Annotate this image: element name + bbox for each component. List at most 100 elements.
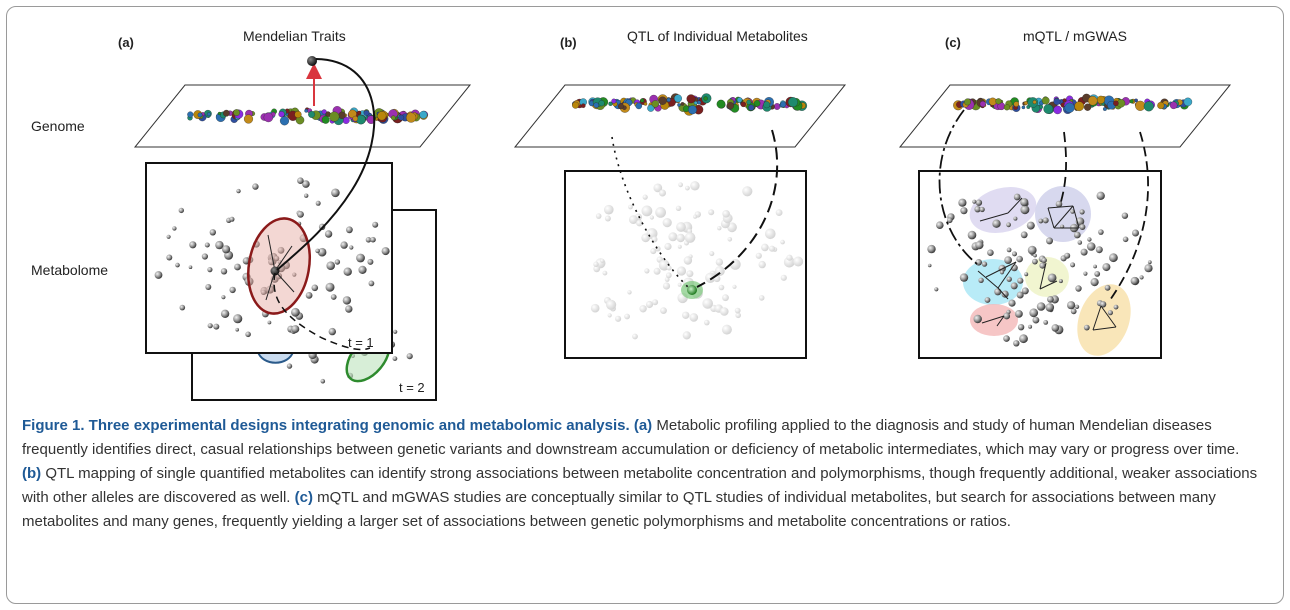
genome-variant xyxy=(697,100,702,105)
metabolite-sphere xyxy=(786,254,793,261)
metabolite-sphere xyxy=(229,216,235,222)
association-link-2 xyxy=(1059,131,1067,206)
time-label-t2: t = 2 xyxy=(399,380,425,395)
genome-variant xyxy=(1143,101,1154,112)
metabolite-sphere xyxy=(1019,334,1028,344)
metabolite-sphere xyxy=(1016,255,1023,263)
metabolite-sphere xyxy=(220,309,230,318)
panel-a-title: Mendelian Traits xyxy=(243,28,346,44)
metabolite-sphere xyxy=(693,214,698,219)
figure-illustration: (a) Mendelian Traits (b) QTL of Individu… xyxy=(31,28,1232,401)
metabolite-sphere xyxy=(662,282,671,290)
metabolite-sphere xyxy=(604,215,611,222)
cluster-red xyxy=(970,304,1018,336)
genome-variant xyxy=(572,101,579,109)
metabolite-sphere xyxy=(735,312,741,319)
metabolite-sphere xyxy=(1008,299,1016,307)
metabolite-sphere xyxy=(1090,278,1099,287)
metabolite-sphere xyxy=(311,284,319,292)
genome-variant xyxy=(1023,101,1028,106)
caption-a-text: Metabolic profiling applied to the diagn… xyxy=(22,417,1240,458)
genome-variant xyxy=(1096,95,1105,104)
metabolite-sphere xyxy=(686,270,694,278)
metabolite-sphere xyxy=(653,267,661,275)
metabolite-sphere xyxy=(252,183,259,190)
metabolite-sphere xyxy=(1083,271,1088,276)
metabolite-sphere xyxy=(1067,301,1076,310)
metabolite-sphere xyxy=(704,319,710,326)
metabolite-sphere xyxy=(1041,257,1047,263)
metabolite-sphere xyxy=(755,252,762,259)
metabolite-sphere xyxy=(1079,209,1085,215)
metabolite-sphere xyxy=(1077,240,1083,245)
metabolite-sphere xyxy=(1017,324,1025,331)
blue-cluster-ellipse xyxy=(257,351,294,364)
metabolite-sphere xyxy=(328,327,336,336)
metabolite-sphere xyxy=(645,300,654,309)
metabolite-sphere xyxy=(221,295,226,300)
metabolite-sphere xyxy=(1001,290,1009,298)
trait-variant xyxy=(307,56,317,66)
genome-variant xyxy=(406,112,417,123)
metabolite-sphere xyxy=(662,218,672,228)
genome-variant xyxy=(321,115,330,124)
metabolite-sphere xyxy=(676,266,687,276)
genome-variant xyxy=(787,97,798,108)
genome-variant xyxy=(308,110,316,118)
metabolite-sphere xyxy=(1020,205,1030,215)
metabolite-sphere xyxy=(1096,191,1105,200)
metabolite-sphere xyxy=(213,323,220,330)
metabolite-sphere xyxy=(1087,237,1092,242)
metabolite-sphere xyxy=(685,185,690,191)
genome-variant xyxy=(278,111,285,118)
metabolite-sphere xyxy=(1017,277,1024,284)
metabolite-sphere xyxy=(1043,320,1049,325)
metabolite-sphere xyxy=(652,299,659,306)
metabolite-sphere xyxy=(644,268,650,274)
metabolite-sphere xyxy=(1073,231,1081,239)
metabolite-sphere xyxy=(1098,229,1104,235)
metabolite-sphere xyxy=(606,299,617,310)
genome-variants-c xyxy=(953,93,1193,115)
metabolite-sphere xyxy=(793,256,804,267)
metabolite-sphere xyxy=(305,292,313,299)
metabolite-sphere xyxy=(960,207,968,215)
metabolite-sphere xyxy=(780,239,785,245)
metabolite-sphere xyxy=(297,211,304,218)
metabolite-sphere xyxy=(1122,236,1129,243)
metabolite-sphere xyxy=(668,232,678,242)
metabolite-sphere xyxy=(1006,247,1012,253)
metabolite-sphere xyxy=(975,241,984,250)
metabolite-sphere xyxy=(734,307,741,314)
genome-label: Genome xyxy=(31,118,85,134)
genome-variant xyxy=(377,111,387,121)
metabolite-sphere xyxy=(659,189,666,197)
genome-variant xyxy=(748,104,755,111)
metabolite-sphere xyxy=(653,183,663,193)
panel-b-title: QTL of Individual Metabolites xyxy=(627,28,808,44)
metabolite-sphere xyxy=(393,329,398,334)
metabolite-sphere xyxy=(346,226,353,234)
genome-variant xyxy=(352,115,359,122)
metabolite-sphere xyxy=(317,247,327,257)
metabolite-sphere xyxy=(1010,264,1018,272)
genome-variant xyxy=(206,112,211,117)
metabolite-sphere xyxy=(973,314,982,324)
metabolite-sphere xyxy=(683,256,693,265)
genome-variant xyxy=(1053,98,1061,106)
genome-variant xyxy=(773,103,781,110)
metabolite-sphere xyxy=(682,331,691,340)
metabolite-sphere xyxy=(1102,263,1111,272)
genome-variant xyxy=(1013,101,1020,107)
metabolite-sphere xyxy=(761,243,769,252)
metabolite-sphere xyxy=(676,233,685,243)
metabolite-sphere xyxy=(1051,324,1060,332)
metabolite-sphere xyxy=(207,323,213,329)
metabolite-sphere xyxy=(267,320,272,325)
genome-variant xyxy=(726,102,734,110)
metabolite-sphere xyxy=(979,206,985,213)
metabolite-sphere xyxy=(330,294,337,300)
metabolite-sphere xyxy=(660,307,667,314)
genome-variant xyxy=(651,100,659,108)
metabolite-sphere xyxy=(1074,304,1080,309)
